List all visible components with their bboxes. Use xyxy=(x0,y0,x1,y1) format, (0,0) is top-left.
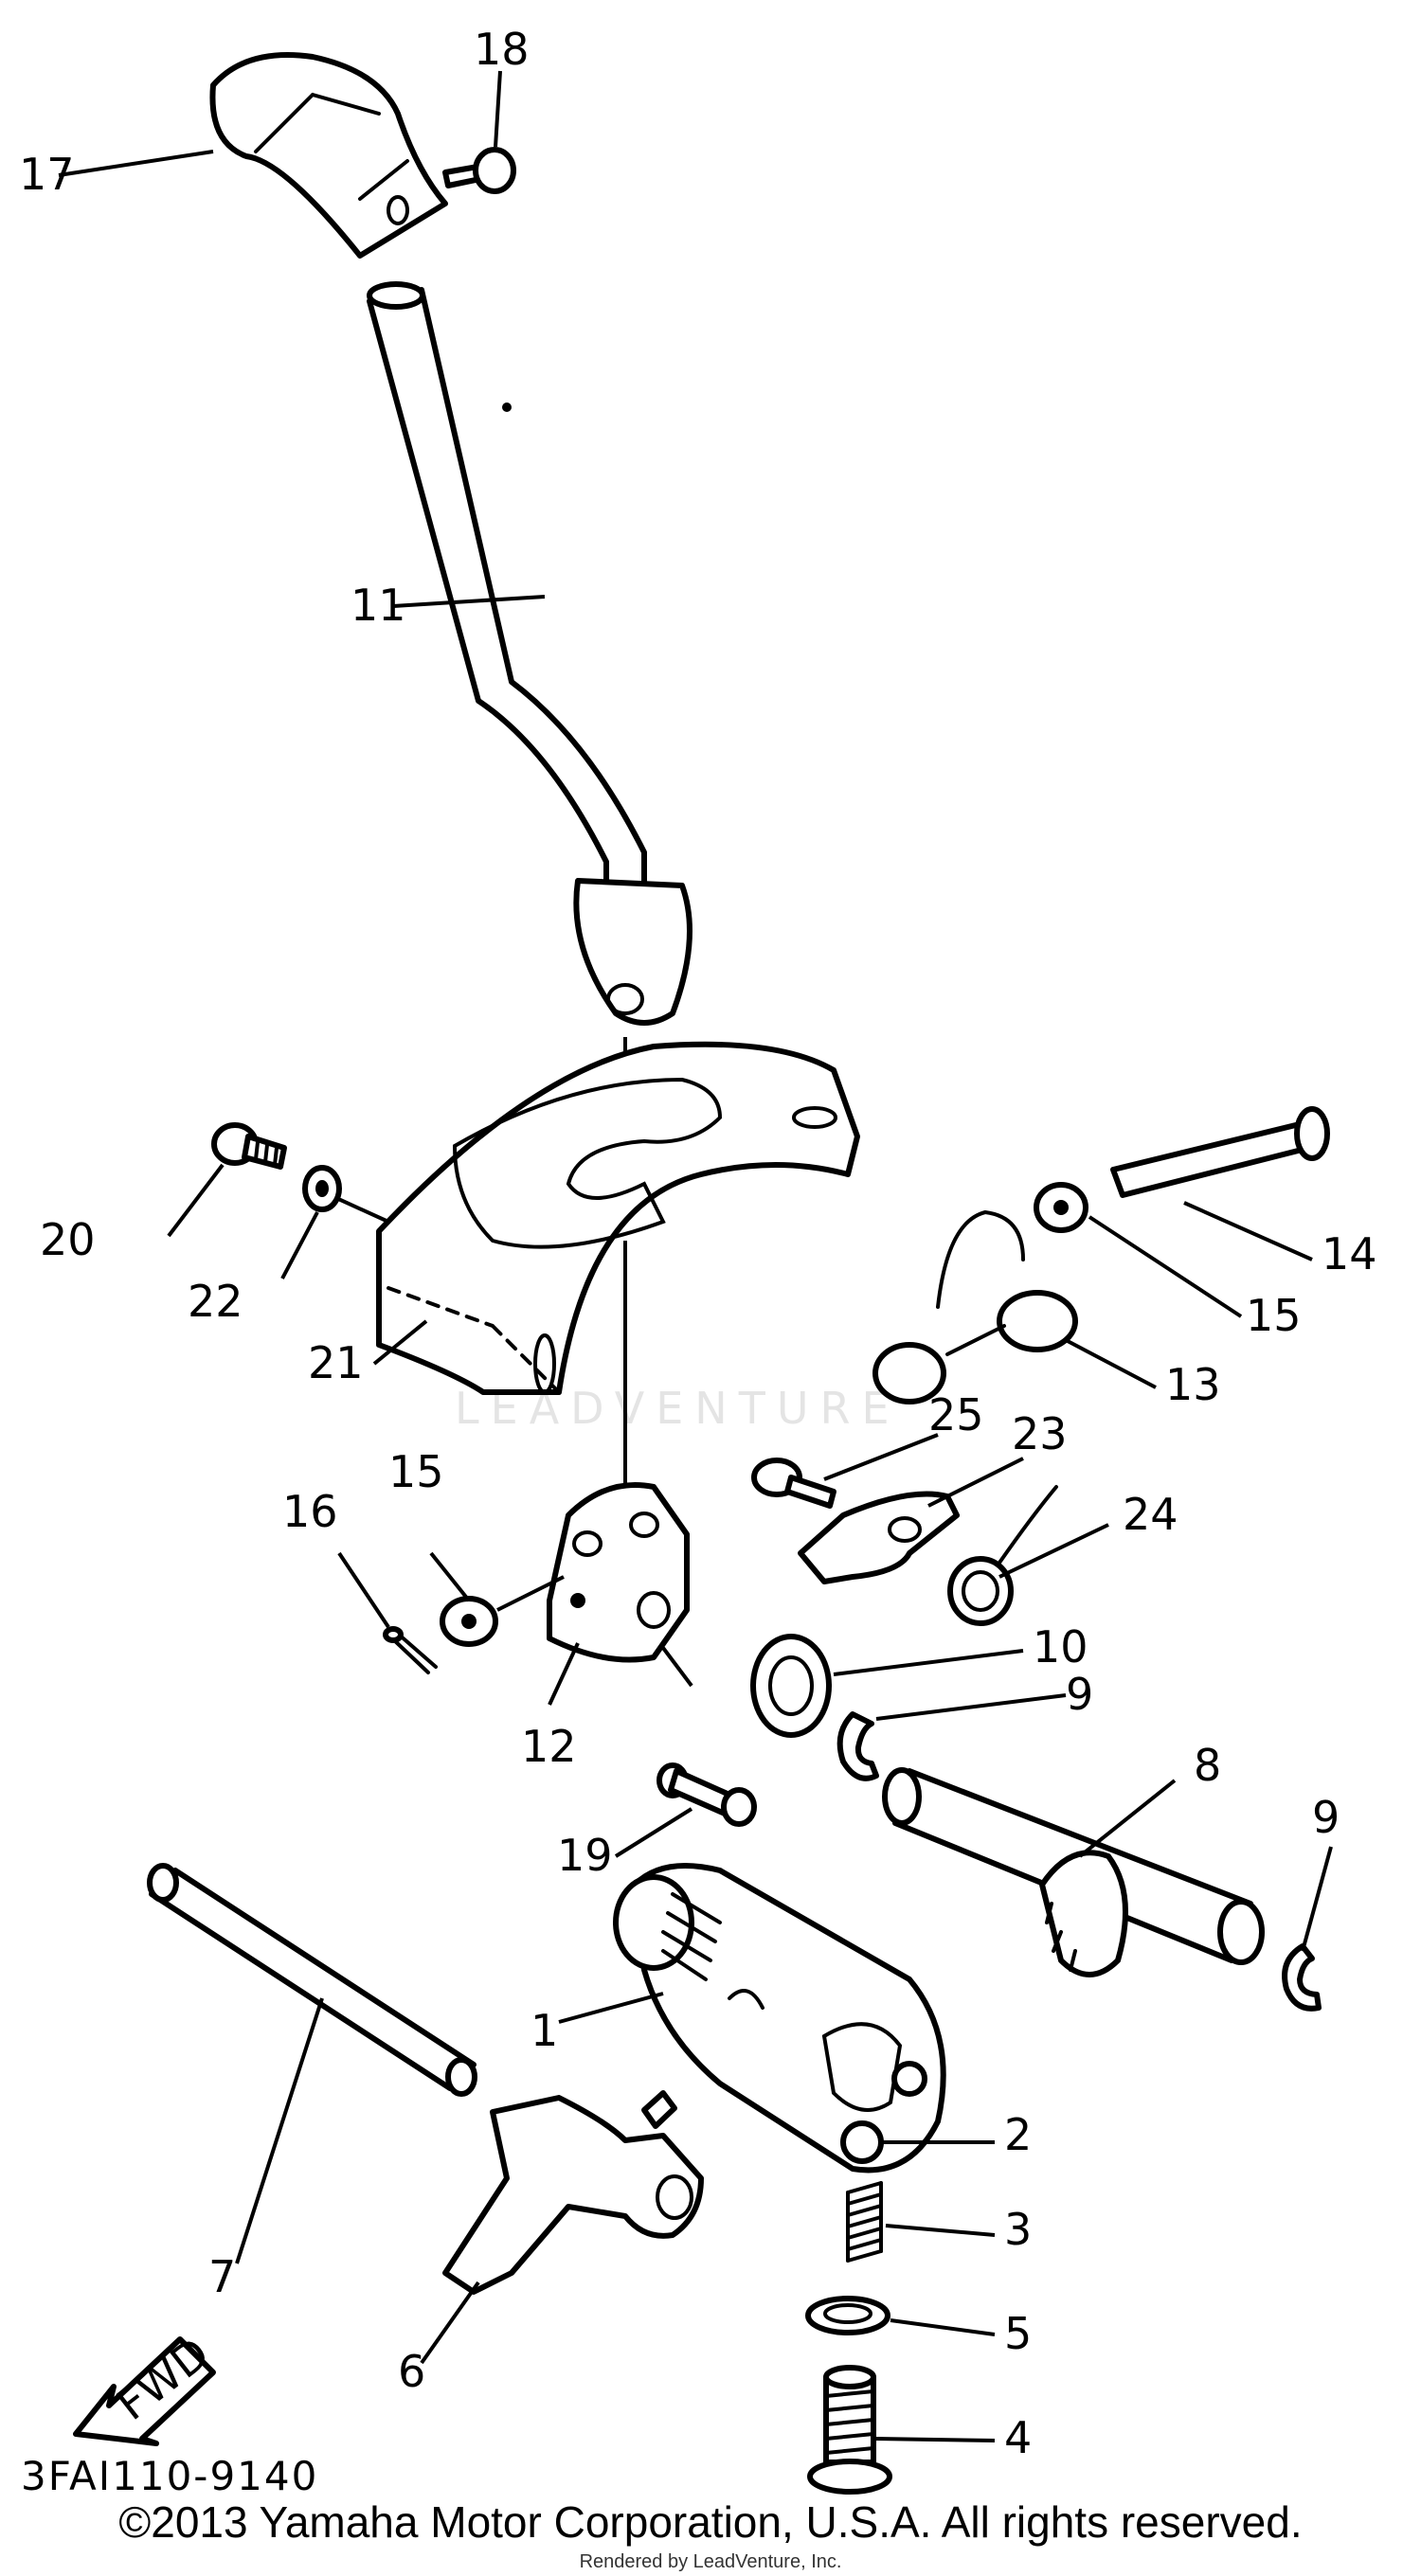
callout-18: 18 xyxy=(474,24,530,75)
callout-10: 10 xyxy=(1033,1621,1088,1673)
part-6-shift-fork[interactable] xyxy=(442,2090,704,2295)
part-1-shift-drum[interactable] xyxy=(613,1863,946,2174)
part-15-washer-upper[interactable] xyxy=(1034,1182,1088,1233)
part-25-bolt[interactable] xyxy=(751,1458,836,1509)
callout-9-left: 9 xyxy=(1066,1669,1093,1720)
part-23-stopper-plate[interactable] xyxy=(798,1491,960,1584)
callout-14: 14 xyxy=(1322,1228,1377,1279)
part-21-shift-gate[interactable] xyxy=(376,1041,860,1395)
callout-23: 23 xyxy=(1012,1408,1068,1459)
part-18-knob-screw[interactable] xyxy=(442,147,516,194)
leader-lines xyxy=(58,70,1333,2442)
diagram-code: 3FAI110-9140 xyxy=(21,2453,319,2499)
alignment-line xyxy=(335,1196,389,1224)
callout-8: 8 xyxy=(1194,1740,1221,1791)
callout-5: 5 xyxy=(1004,2308,1032,2359)
part-9-circlip-right[interactable] xyxy=(1282,1943,1322,2012)
part-15-washer-lower[interactable] xyxy=(440,1596,498,1647)
callout-20: 20 xyxy=(40,1214,96,1265)
callout-15-lower: 15 xyxy=(388,1446,444,1497)
part-17-shift-knob[interactable] xyxy=(209,52,448,259)
callout-21: 21 xyxy=(308,1337,364,1388)
callout-11: 11 xyxy=(351,580,406,631)
part-19-bolt[interactable] xyxy=(657,1762,757,1827)
callout-19: 19 xyxy=(557,1830,613,1881)
callout-15-upper: 15 xyxy=(1246,1290,1302,1341)
part-22-washer[interactable] xyxy=(302,1165,342,1212)
part-24-spring[interactable] xyxy=(947,1485,1058,1626)
part-9-circlip-left[interactable] xyxy=(836,1711,879,1781)
copyright-notice: ©2013 Yamaha Motor Corporation, U.S.A. A… xyxy=(118,2497,1303,2547)
callout-9-right: 9 xyxy=(1312,1792,1340,1843)
rendered-by: Rendered by LeadVenture, Inc. xyxy=(579,2551,842,2572)
part-11-shift-lever[interactable] xyxy=(367,281,693,1026)
part-3-spring[interactable] xyxy=(846,2181,883,2263)
fwd-arrow-icon: FWD xyxy=(73,2327,219,2446)
callout-3: 3 xyxy=(1004,2204,1032,2255)
callout-17: 17 xyxy=(19,149,75,200)
part-10-oil-seal[interactable] xyxy=(750,1634,832,1738)
callout-2: 2 xyxy=(1004,2109,1032,2160)
part-4-plug[interactable] xyxy=(807,2365,892,2495)
part-16-cotter-pin[interactable] xyxy=(383,1626,438,1674)
callout-25: 25 xyxy=(928,1389,984,1440)
part-8-shift-shaft[interactable] xyxy=(882,1767,1265,1977)
callout-1: 1 xyxy=(531,2005,558,2056)
part-14-pin[interactable] xyxy=(1110,1106,1330,1198)
callout-22: 22 xyxy=(188,1276,243,1327)
part-13-spring[interactable] xyxy=(872,1209,1078,1404)
callout-7: 7 xyxy=(208,2251,236,2302)
part-12-shift-arm[interactable] xyxy=(547,1482,690,1663)
part-7-guide-bar[interactable] xyxy=(147,1863,477,2097)
part-20-bolt[interactable] xyxy=(211,1122,287,1170)
alignment-line xyxy=(496,1575,565,1612)
callout-4: 4 xyxy=(1004,2412,1032,2463)
alignment-line xyxy=(661,1646,693,1688)
part-2-ball[interactable] xyxy=(840,2120,884,2164)
callout-13: 13 xyxy=(1165,1359,1221,1410)
callout-12: 12 xyxy=(521,1721,577,1772)
callout-16: 16 xyxy=(282,1486,338,1537)
callout-24: 24 xyxy=(1123,1489,1178,1540)
callout-labels: 1 2 3 4 5 6 7 8 9 9 10 11 12 13 14 15 15… xyxy=(19,24,1377,2463)
callout-6: 6 xyxy=(398,2346,425,2397)
part-5-washer[interactable] xyxy=(805,2296,890,2335)
